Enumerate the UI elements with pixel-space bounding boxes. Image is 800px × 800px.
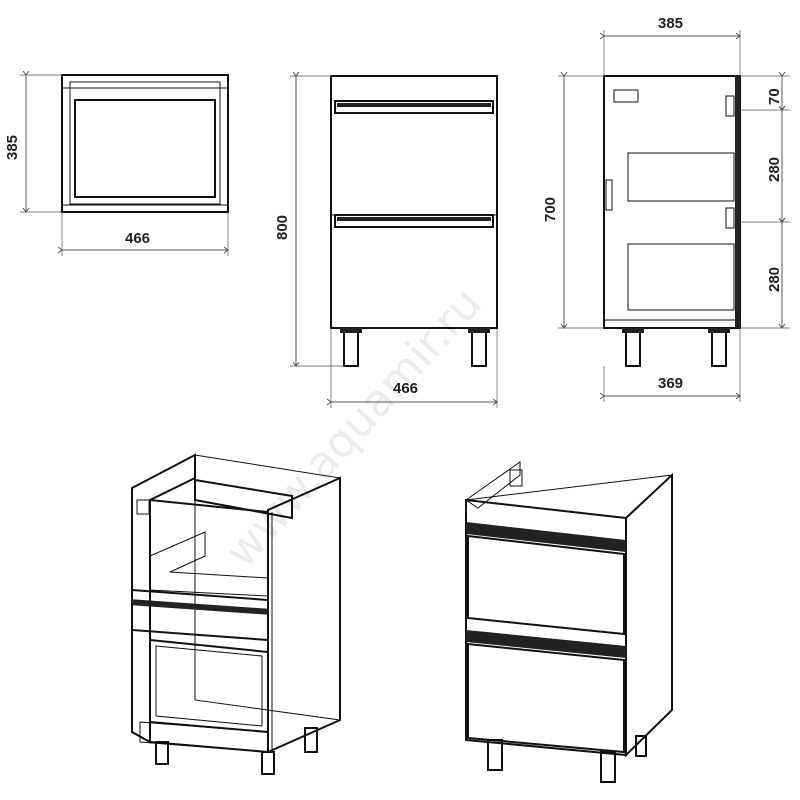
isometric-open-cabinet [131, 453, 341, 775]
side-bottom-depth-label: 369 [658, 375, 683, 392]
side-height-label: 700 [542, 197, 559, 222]
side-drawer2-label: 280 [766, 267, 783, 292]
front-height-label: 800 [274, 215, 291, 240]
front-view: 800 466 [274, 76, 498, 408]
front-width-label: 466 [393, 380, 418, 397]
top-view: 385 466 [4, 75, 229, 256]
side-top-depth-label: 385 [658, 15, 683, 32]
watermark-text: www.aquamir.ru [215, 278, 492, 577]
side-drawer1-label: 280 [766, 157, 783, 182]
isometric-closed-cabinet [465, 461, 673, 783]
top-width-label: 466 [125, 230, 150, 247]
side-view: 385 700 70 280 280 369 [542, 15, 790, 402]
top-depth-label: 385 [4, 135, 21, 160]
side-gap-label: 70 [766, 88, 783, 105]
